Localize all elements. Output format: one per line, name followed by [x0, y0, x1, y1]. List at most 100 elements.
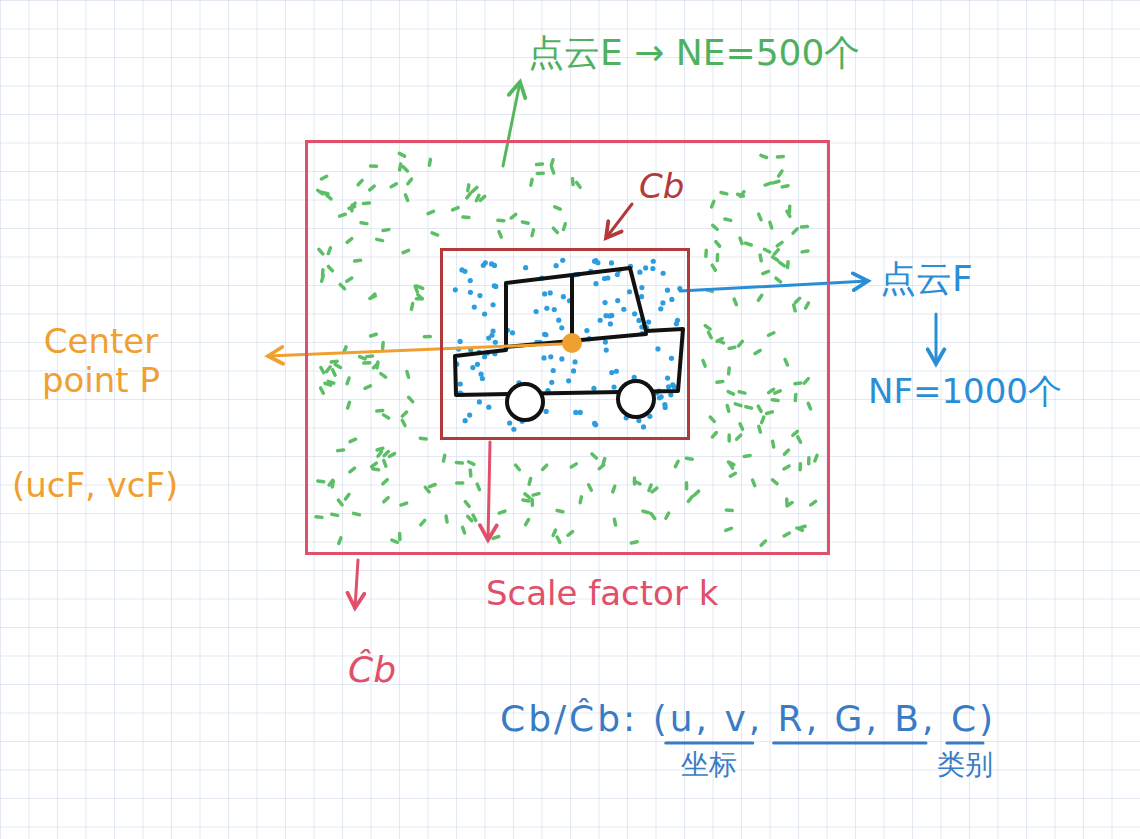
point: [350, 468, 355, 472]
point: [523, 498, 529, 502]
point: [405, 195, 407, 201]
point: [746, 243, 752, 245]
point: [507, 420, 512, 425]
center-coords: (ucF, vcF): [12, 466, 178, 505]
point: [760, 255, 761, 261]
point: [403, 250, 409, 252]
point: [331, 481, 335, 487]
point: [779, 171, 782, 176]
point: [384, 498, 388, 502]
point: [402, 412, 406, 416]
point: [468, 516, 472, 520]
point: [571, 368, 576, 373]
point-cloud-e: [316, 153, 817, 545]
point: [772, 480, 777, 484]
point: [473, 515, 476, 520]
point: [777, 242, 782, 245]
point: [552, 307, 557, 312]
point: [609, 370, 614, 375]
point: [477, 484, 479, 490]
point: [511, 427, 516, 432]
point: [469, 462, 474, 465]
point: [784, 466, 789, 469]
leader-arrow: [268, 344, 562, 356]
point: [332, 514, 338, 515]
point: [807, 458, 811, 464]
point: [459, 267, 464, 272]
point: [804, 379, 808, 383]
cloud-f-label: 点云F: [880, 258, 973, 299]
point: [571, 179, 575, 185]
point: [621, 307, 626, 312]
point: [798, 437, 801, 442]
point: [428, 211, 434, 213]
point: [363, 201, 369, 205]
point: [552, 167, 554, 173]
point: [607, 313, 612, 318]
point: [784, 450, 788, 454]
point: [675, 461, 678, 466]
point: [529, 478, 531, 484]
point: [770, 222, 772, 228]
point: [338, 448, 344, 452]
point: [717, 380, 723, 384]
point: [801, 225, 807, 229]
point: [665, 288, 670, 293]
point: [609, 260, 614, 265]
point: [408, 179, 412, 184]
point: [401, 503, 407, 505]
point: [499, 232, 501, 238]
point: [407, 371, 409, 377]
point: [420, 437, 426, 441]
point: [764, 249, 769, 252]
point: [675, 318, 680, 323]
point: [551, 160, 553, 166]
point: [465, 502, 469, 507]
bounding-box: Cb: [440, 248, 690, 440]
leader-arrows: [268, 82, 936, 608]
point: [327, 367, 331, 372]
point: [328, 248, 330, 254]
cloud-e-label: 点云E → NE=500个: [528, 32, 860, 73]
point: [523, 265, 528, 270]
point: [389, 454, 394, 457]
point: [492, 283, 497, 288]
point: [746, 407, 752, 408]
point: [467, 193, 471, 198]
point: [548, 354, 553, 359]
point: [498, 219, 504, 223]
point: [398, 534, 402, 540]
point: [808, 403, 810, 409]
point: [786, 262, 790, 268]
point: [492, 263, 497, 268]
point: [669, 297, 674, 302]
point: [592, 421, 597, 426]
point: [631, 542, 637, 543]
point: [599, 465, 604, 469]
point: [806, 303, 809, 308]
point: [537, 172, 543, 176]
point: [541, 355, 546, 360]
point: [672, 384, 677, 389]
point: [739, 341, 743, 346]
point: [551, 368, 556, 373]
point: [373, 364, 377, 368]
point: [655, 346, 660, 351]
point: [532, 230, 534, 236]
point: [651, 259, 656, 264]
point: [463, 418, 468, 423]
point: [416, 297, 422, 301]
point: [486, 336, 491, 341]
point: [815, 455, 817, 461]
point: [544, 409, 549, 414]
point: [470, 365, 475, 370]
point: [614, 519, 615, 525]
point: [458, 339, 463, 344]
point: [510, 330, 515, 335]
point: [392, 540, 398, 542]
point: [759, 214, 761, 219]
point: [468, 290, 473, 295]
box-label: Ĉb: [348, 649, 396, 690]
point: [728, 392, 733, 395]
point: [795, 381, 801, 385]
